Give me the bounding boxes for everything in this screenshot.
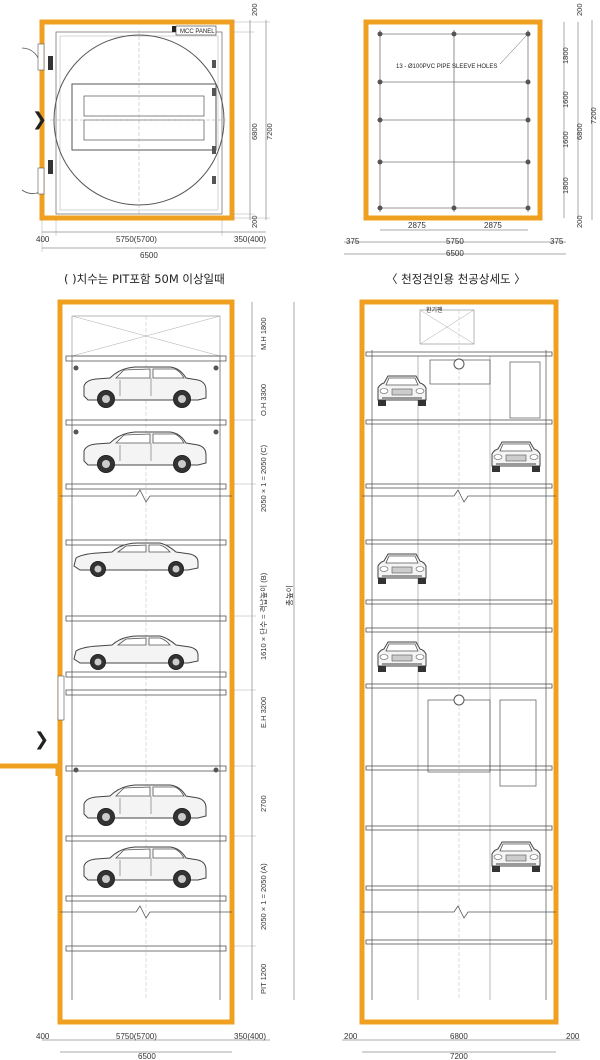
svg-text:1800: 1800: [561, 47, 570, 64]
top-left-plan: MCC PANEL ❯ 200 6800 7200 200 400 5750(5…: [21, 3, 274, 286]
svg-text:350(400): 350(400): [234, 235, 266, 244]
entrance-floor: [0, 763, 61, 776]
svg-text:1800: 1800: [561, 177, 570, 194]
svg-text:6500: 6500: [446, 249, 464, 258]
svg-text:총높이: 총높이: [284, 585, 294, 606]
svg-text:1600: 1600: [561, 91, 570, 108]
svg-text:200: 200: [344, 1032, 358, 1041]
svg-text:400: 400: [36, 1032, 50, 1041]
svg-text:7200: 7200: [265, 123, 274, 140]
svg-text:375: 375: [346, 237, 360, 246]
svg-text:1600: 1600: [561, 131, 570, 148]
svg-text:6800: 6800: [450, 1032, 468, 1041]
entry-arrow-icon: ❯: [32, 109, 47, 130]
pallet: [71, 83, 217, 151]
svg-text:O.H 3300: O.H 3300: [259, 384, 268, 416]
svg-text:5750: 5750: [446, 237, 464, 246]
svg-text:6500: 6500: [140, 251, 158, 260]
svg-text:PIT 1200: PIT 1200: [259, 964, 268, 994]
svg-text:7200: 7200: [589, 107, 598, 124]
svg-text:5750(5700): 5750(5700): [116, 1032, 157, 1041]
svg-text:1610 × 단수 = 격납높이 (B): 1610 × 단수 = 격납높이 (B): [258, 572, 268, 660]
svg-text:6800: 6800: [575, 123, 584, 140]
mcc-panel-label: MCC PANEL: [180, 29, 215, 35]
svg-text:2050 × 1 = 2050 (A): 2050 × 1 = 2050 (A): [259, 863, 268, 930]
svg-text:200: 200: [575, 3, 584, 16]
sleeve-label: 13 - Ø100PVC PIPE SLEEVE HOLES: [396, 64, 497, 70]
top-right-plan: 13 - Ø100PVC PIPE SLEEVE HOLES 200 1800 …: [344, 3, 598, 286]
svg-text:2875: 2875: [484, 221, 502, 230]
svg-text:6500: 6500: [138, 1052, 156, 1060]
svg-text:350(400): 350(400): [234, 1032, 266, 1041]
bottom-left-section: ❯ M.H 1800 O.H 3300 2050 × 1 = 2050 (C) …: [0, 299, 295, 1060]
svg-text:200: 200: [575, 215, 584, 228]
caption-right: 〈 천정견인용 천공상세도 〉: [386, 272, 526, 286]
svg-text:200: 200: [250, 215, 259, 228]
svg-text:400: 400: [36, 235, 50, 244]
vent-fan-label: 환기팬: [426, 306, 443, 314]
door-bottom: [21, 172, 41, 194]
svg-text:200: 200: [566, 1032, 580, 1041]
caption-left: ( )치수는 PIT포함 50M 이상일때: [64, 272, 225, 286]
svg-text:2875: 2875: [408, 221, 426, 230]
svg-text:M.H 1800: M.H 1800: [259, 317, 268, 350]
svg-text:375: 375: [550, 237, 564, 246]
bottom-right-section: 환기팬: [342, 299, 580, 1060]
svg-text:5750(5700): 5750(5700): [116, 235, 157, 244]
svg-text:E.H 3200: E.H 3200: [259, 697, 268, 728]
svg-text:2050 × 1 = 2050 (C): 2050 × 1 = 2050 (C): [259, 444, 268, 512]
svg-text:200: 200: [250, 3, 259, 16]
svg-text:2700: 2700: [259, 795, 268, 812]
door-top: [21, 46, 41, 67]
svg-text:7200: 7200: [450, 1052, 468, 1060]
entry-arrow-icon: ❯: [34, 729, 49, 750]
svg-text:6800: 6800: [250, 123, 259, 140]
